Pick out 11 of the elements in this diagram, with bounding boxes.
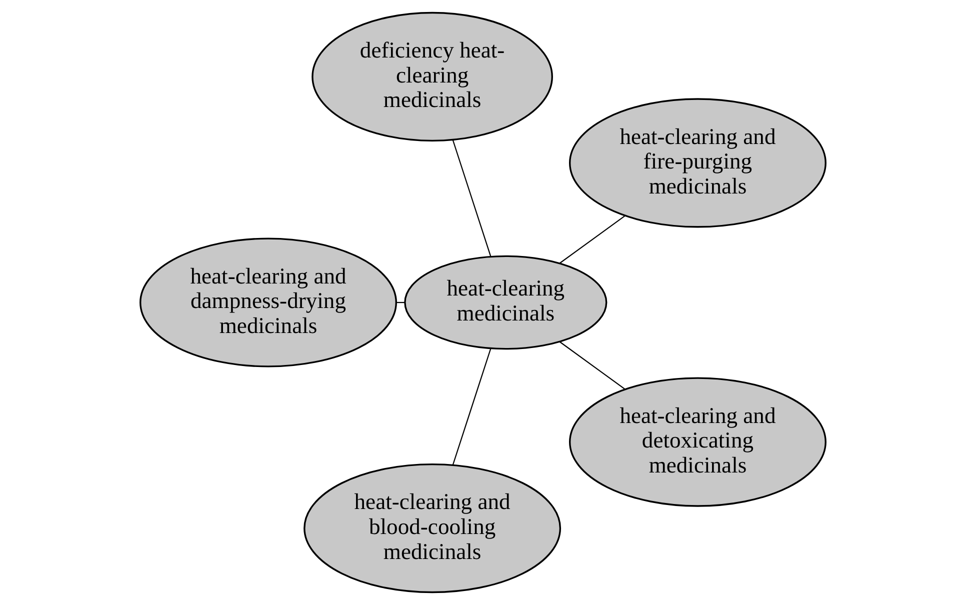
node-ellipse: heat-clearing and dampness-drying medicinals: [140, 238, 398, 368]
node-ellipse: heat-clearing and blood-cooling medicinals: [304, 463, 562, 594]
node-ellipse: heat-clearing and detoxicating medicinals: [568, 377, 826, 507]
connector: [452, 348, 492, 466]
node-ellipse: heat-clearing medicinals: [404, 255, 608, 350]
connector: [559, 341, 626, 390]
connector: [396, 302, 405, 304]
connector: [452, 140, 492, 256]
connector: [559, 215, 626, 264]
node-ellipse: heat-clearing and fire-purging medicinals: [568, 98, 826, 228]
node-ellipse: deficiency heat-clearing medicinals: [312, 12, 553, 142]
